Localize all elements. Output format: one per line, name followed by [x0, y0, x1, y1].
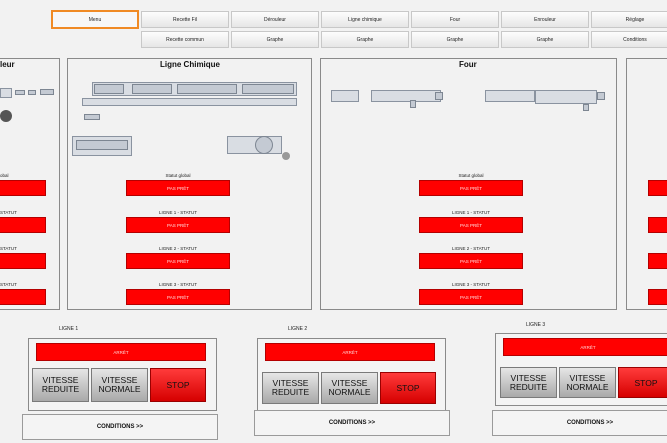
- derouleur-title: leur: [0, 60, 15, 69]
- derouleur-ligne1-bar: [0, 217, 46, 233]
- nav-recette-commun-button[interactable]: Recette commun: [141, 31, 229, 48]
- enrouleur-ligne1-bar: [648, 217, 667, 233]
- derouleur-ligne2-bar: [0, 253, 46, 269]
- ligne-statut-global-label: Statut global: [165, 173, 191, 178]
- ligne1-stop-button[interactable]: STOP: [150, 368, 206, 402]
- ligne-ligne1-bar: PAS PRÊT: [126, 217, 230, 233]
- ligne1-label: LIGNE 1: [59, 326, 79, 332]
- four-equipment: [325, 86, 613, 116]
- ligne-ligne3-label: LIGNE 3 - STATUT: [158, 282, 198, 287]
- ligne3-vitesse-reduite-button[interactable]: VITESSE REDUITE: [500, 367, 557, 398]
- ligne-ligne3-bar: PAS PRÊT: [126, 289, 230, 305]
- derouleur-equipment: [0, 86, 56, 126]
- ligne2-vitesse-reduite-button[interactable]: VITESSE REDUITE: [262, 372, 319, 404]
- nav-graphe-enrouleur-button[interactable]: Graphe: [501, 31, 589, 48]
- ligne3-conditions-button[interactable]: CONDITIONS >>: [492, 410, 667, 436]
- nav-graphe-four-button[interactable]: Graphe: [411, 31, 499, 48]
- four-ligne1-bar: PAS PRÊT: [419, 217, 523, 233]
- derouleur-ligne3-bar: [0, 289, 46, 305]
- nav-four-button[interactable]: Four: [411, 11, 499, 28]
- nav-graphe-derouleur-button[interactable]: Graphe: [231, 31, 319, 48]
- derouleur-ligne3-label: STATUT: [0, 282, 17, 287]
- ligne3-vitesse-normale-button[interactable]: VITESSE NORMALE: [559, 367, 616, 398]
- four-title: Four: [459, 60, 477, 69]
- ligne-chimique-title: Ligne Chimique: [160, 60, 220, 69]
- nav-enrouleur-button[interactable]: Enrouleur: [501, 11, 589, 28]
- nav-recette-fil-button[interactable]: Recette Fil: [141, 11, 229, 28]
- four-ligne1-label: LIGNE 1 - STATUT: [451, 210, 491, 215]
- four-ligne2-label: LIGNE 2 - STATUT: [451, 246, 491, 251]
- nav-menu-button[interactable]: Menu: [51, 10, 139, 29]
- ligne3-status-bar: ARRÊT: [503, 338, 667, 356]
- ligne1-conditions-button[interactable]: CONDITIONS >>: [22, 414, 218, 440]
- four-ligne3-bar: PAS PRÊT: [419, 289, 523, 305]
- ligne2-stop-button[interactable]: STOP: [380, 372, 436, 404]
- enrouleur-ligne3-bar: [648, 289, 667, 305]
- derouleur-ligne1-label: STATUT: [0, 210, 17, 215]
- ligne1-vitesse-reduite-button[interactable]: VITESSE REDUITE: [32, 368, 89, 402]
- ligne-ligne2-bar: PAS PRÊT: [126, 253, 230, 269]
- ligne1-vitesse-normale-button[interactable]: VITESSE NORMALE: [91, 368, 148, 402]
- ligne2-status-bar: ARRÊT: [265, 343, 435, 361]
- enrouleur-ligne2-bar: [648, 253, 667, 269]
- derouleur-statut-global-label: obal: [0, 173, 9, 178]
- nav-reglage-button[interactable]: Réglage: [591, 11, 667, 28]
- nav-graphe-ligne-button[interactable]: Graphe: [321, 31, 409, 48]
- ligne-ligne2-label: LIGNE 2 - STATUT: [158, 246, 198, 251]
- ligne-statut-global-bar: PAS PRÊT: [126, 180, 230, 196]
- ligne3-label: LIGNE 3: [526, 322, 546, 328]
- ligne-chimique-equipment: [72, 74, 308, 164]
- nav-ligne-chimique-button[interactable]: Ligne chimique: [321, 11, 409, 28]
- ligne-ligne1-label: LIGNE 1 - STATUT: [158, 210, 198, 215]
- nav-conditions-button[interactable]: Conditions: [591, 31, 667, 48]
- ligne2-vitesse-normale-button[interactable]: VITESSE NORMALE: [321, 372, 378, 404]
- enrouleur-statut-global-bar: [648, 180, 667, 196]
- four-ligne2-bar: PAS PRÊT: [419, 253, 523, 269]
- four-ligne3-label: LIGNE 3 - STATUT: [451, 282, 491, 287]
- derouleur-ligne2-label: STATUT: [0, 246, 17, 251]
- four-statut-global-label: Statut global: [458, 173, 484, 178]
- ligne2-conditions-button[interactable]: CONDITIONS >>: [254, 410, 450, 436]
- derouleur-statut-global-bar: [0, 180, 46, 196]
- ligne2-label: LIGNE 2: [288, 326, 308, 332]
- ligne3-stop-button[interactable]: STOP: [618, 367, 667, 398]
- four-statut-global-bar: PAS PRÊT: [419, 180, 523, 196]
- nav-derouleur-button[interactable]: Dérouleur: [231, 11, 319, 28]
- ligne1-status-bar: ARRÊT: [36, 343, 206, 361]
